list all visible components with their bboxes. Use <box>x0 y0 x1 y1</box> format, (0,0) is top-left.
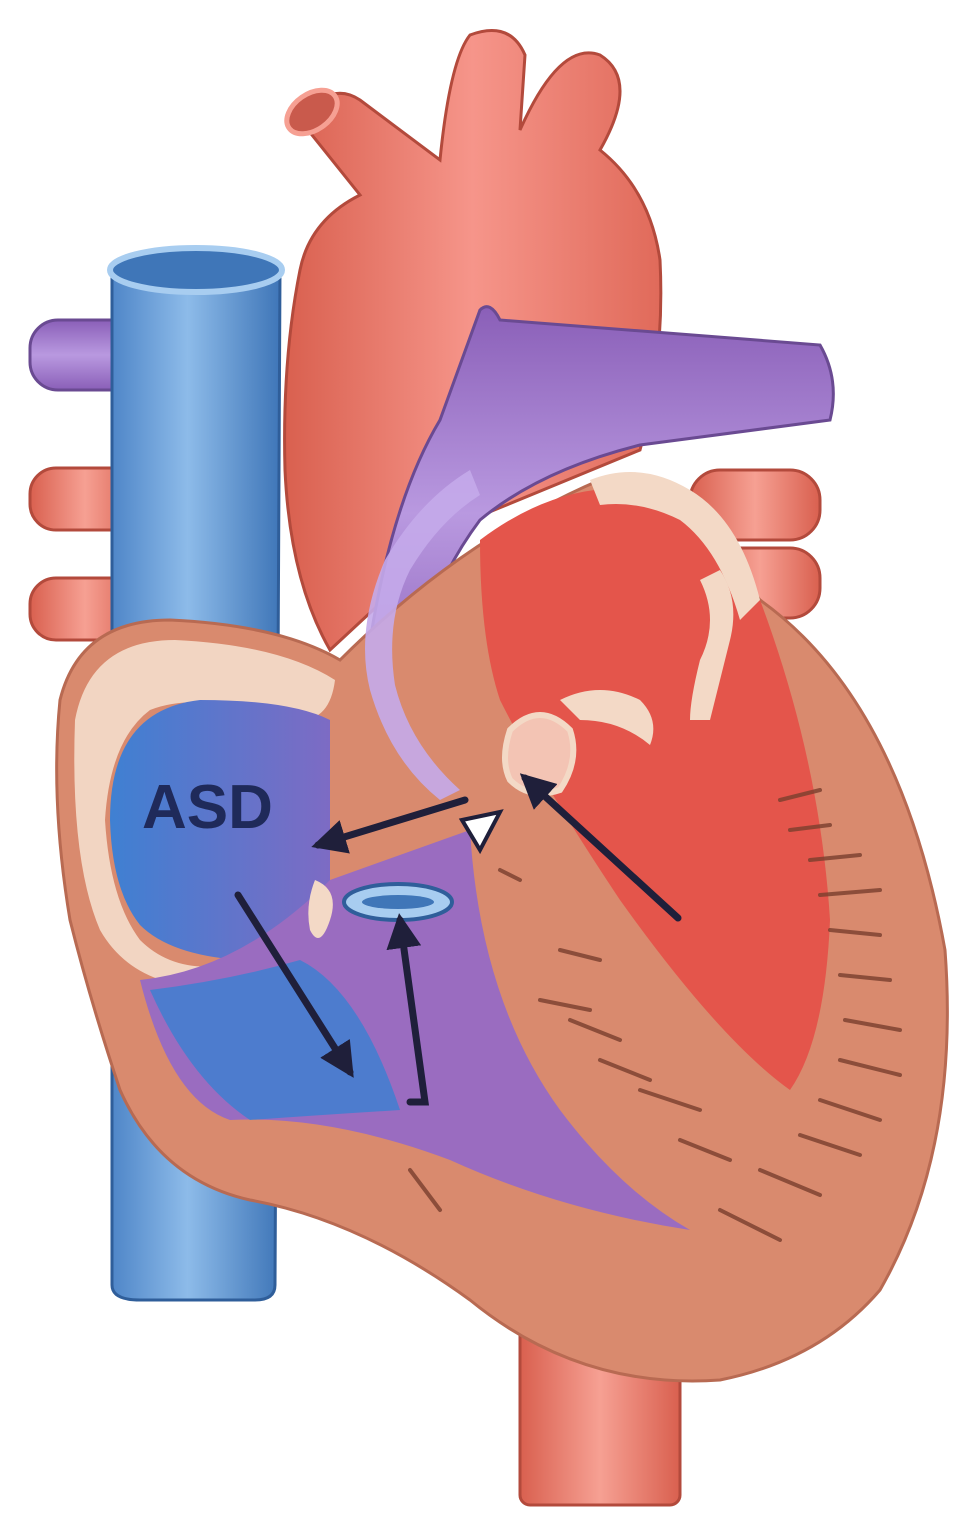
defect-inner <box>362 895 434 909</box>
aortic-valve <box>502 712 577 797</box>
septal-defect <box>342 882 454 922</box>
right-atrium-lower <box>150 960 400 1120</box>
arrow-to-asd <box>311 796 469 854</box>
right-atrium <box>110 700 330 965</box>
left-ventricle <box>480 488 830 1090</box>
pulmonary-trunk-band <box>365 470 480 800</box>
papillary-muscle-right <box>690 570 734 720</box>
heart-rim <box>74 640 336 988</box>
tricuspid-leaflet <box>308 880 333 938</box>
aortic-branch-opening <box>284 87 340 137</box>
flow-arrows <box>234 773 682 1106</box>
arrow-rv-up <box>386 913 430 1106</box>
mitral-leaflet-middle <box>560 690 654 745</box>
arrow-ra-down <box>234 891 354 1078</box>
asd-label: ASD <box>142 773 273 842</box>
valve-triangle <box>458 809 504 855</box>
svc-top-opening <box>107 245 285 295</box>
mitral-leaflet-upper <box>590 472 760 620</box>
arrow-lv-to-valve <box>519 773 682 922</box>
muscle-striations <box>408 788 902 1242</box>
